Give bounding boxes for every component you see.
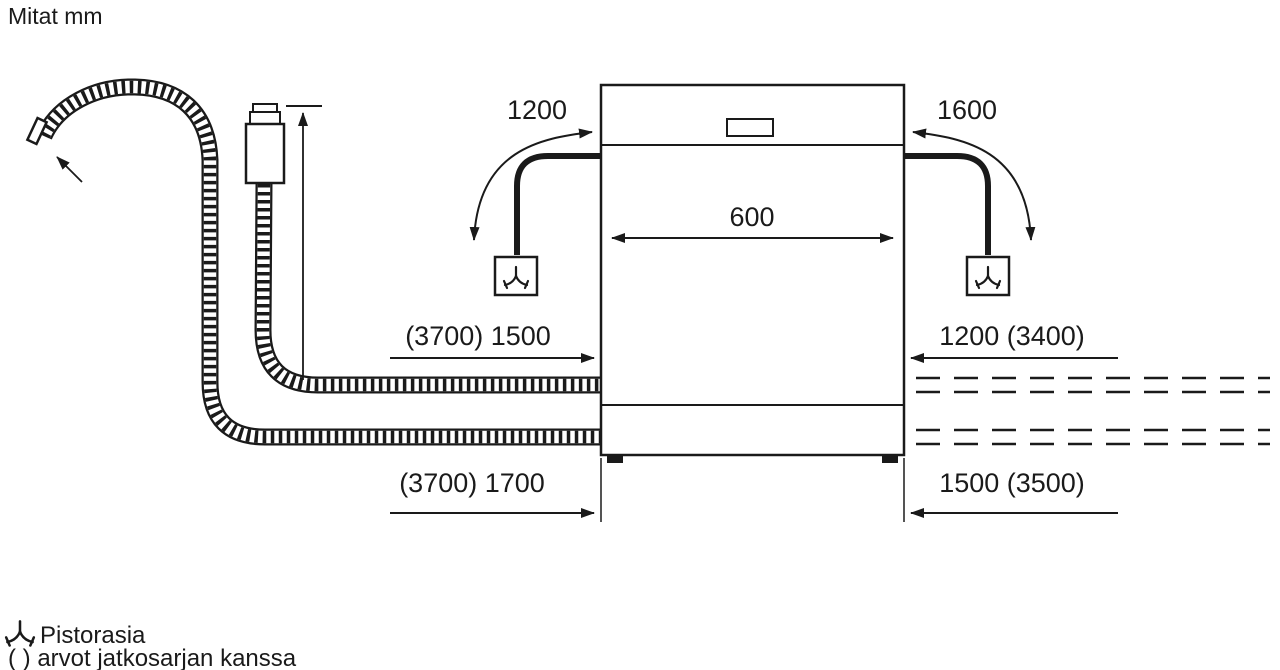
dishwasher-body [599,83,906,457]
dim-drain-hose-label: (3700) 1700 [399,468,545,498]
aquastop-valve [244,122,286,185]
dim-right-top-label: 1200 (3400) [939,321,1085,351]
socket-box-left [493,255,539,297]
dim-cord-left-label: 1200 [507,95,567,125]
supply-hose [263,184,601,385]
foot-left [607,455,623,463]
legend-socket-icon [4,620,36,647]
legend-socket-label: Pistorasia [40,622,146,649]
dashed-hose-extension-bottom [916,428,1270,446]
dim-arrow-cord-right [912,128,1036,241]
dim-supply-hose-label: (3700) 1500 [405,321,551,351]
hose-end-arrow [56,156,83,183]
tap-connector [249,103,281,125]
power-cord-right [904,153,991,255]
dashed-hose-extension-top [916,376,1270,394]
dim-right-bottom-label: 1500 (3500) [939,468,1085,498]
power-cord-left [514,153,601,255]
dim-width-label: 600 [729,202,774,232]
control-panel [726,118,774,137]
dim-cord-right-label: 1600 [937,95,997,125]
foot-right [882,455,898,463]
legend-note: ( ) arvot jatkosarjan kanssa [8,645,297,670]
diagram-title: Mitat mm [8,3,103,29]
hose-end-fitting [25,116,49,146]
dim-arrow-cord-left [469,128,593,241]
